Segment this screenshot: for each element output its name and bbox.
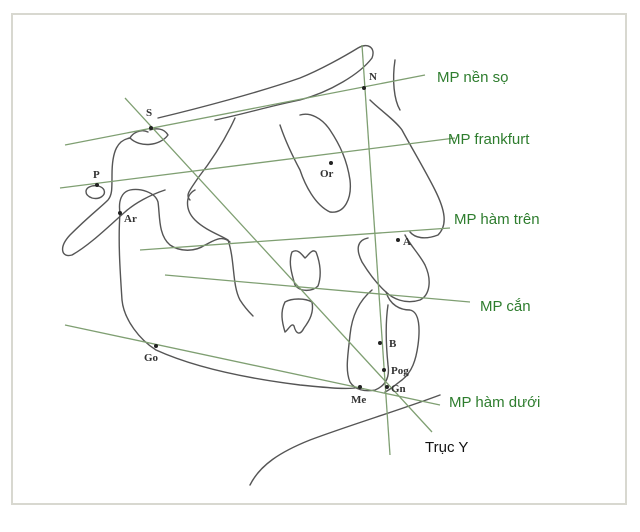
point-N	[362, 86, 366, 90]
point-Gn	[385, 385, 389, 389]
point-Ar	[118, 211, 122, 215]
label-Ar: Ar	[124, 213, 137, 225]
point-Or	[329, 161, 333, 165]
point-S	[149, 126, 153, 130]
point-Pog	[382, 368, 386, 372]
point-P	[95, 183, 99, 187]
reference-lines	[59, 44, 471, 456]
skull-outline	[62, 44, 445, 486]
label-Pog: Pog	[391, 365, 409, 377]
label-S: S	[146, 107, 152, 119]
label-skull-base-plane: MP nền sọ	[437, 69, 508, 86]
label-B: B	[389, 338, 397, 350]
label-Go: Go	[144, 352, 159, 364]
label-N: N	[369, 71, 377, 83]
label-Gn: Gn	[391, 383, 406, 395]
lower-jaw-line	[64, 324, 441, 406]
label-A: A	[403, 236, 411, 248]
label-y-axis: Trục Y	[425, 439, 468, 456]
point-Go	[154, 344, 158, 348]
label-Or: Or	[320, 168, 334, 180]
label-occlusal-plane: MP cắn	[480, 298, 531, 315]
label-P: P	[93, 169, 100, 181]
label-frankfurt-plane: MP frankfurt	[448, 131, 530, 148]
y-axis-line	[124, 97, 433, 433]
label-Me: Me	[351, 394, 366, 406]
upper-jaw-line	[139, 227, 451, 251]
point-Me	[358, 385, 362, 389]
frankfurt-line	[59, 137, 456, 189]
occlusal-line	[164, 274, 471, 303]
label-lower-jaw-plane: MP hàm dưới	[449, 394, 540, 411]
landmarks: S P Ar Or N A B Pog Gn Me Go	[93, 71, 411, 406]
point-A	[396, 238, 400, 242]
point-B	[378, 341, 382, 345]
label-upper-jaw-plane: MP hàm trên	[454, 211, 540, 228]
